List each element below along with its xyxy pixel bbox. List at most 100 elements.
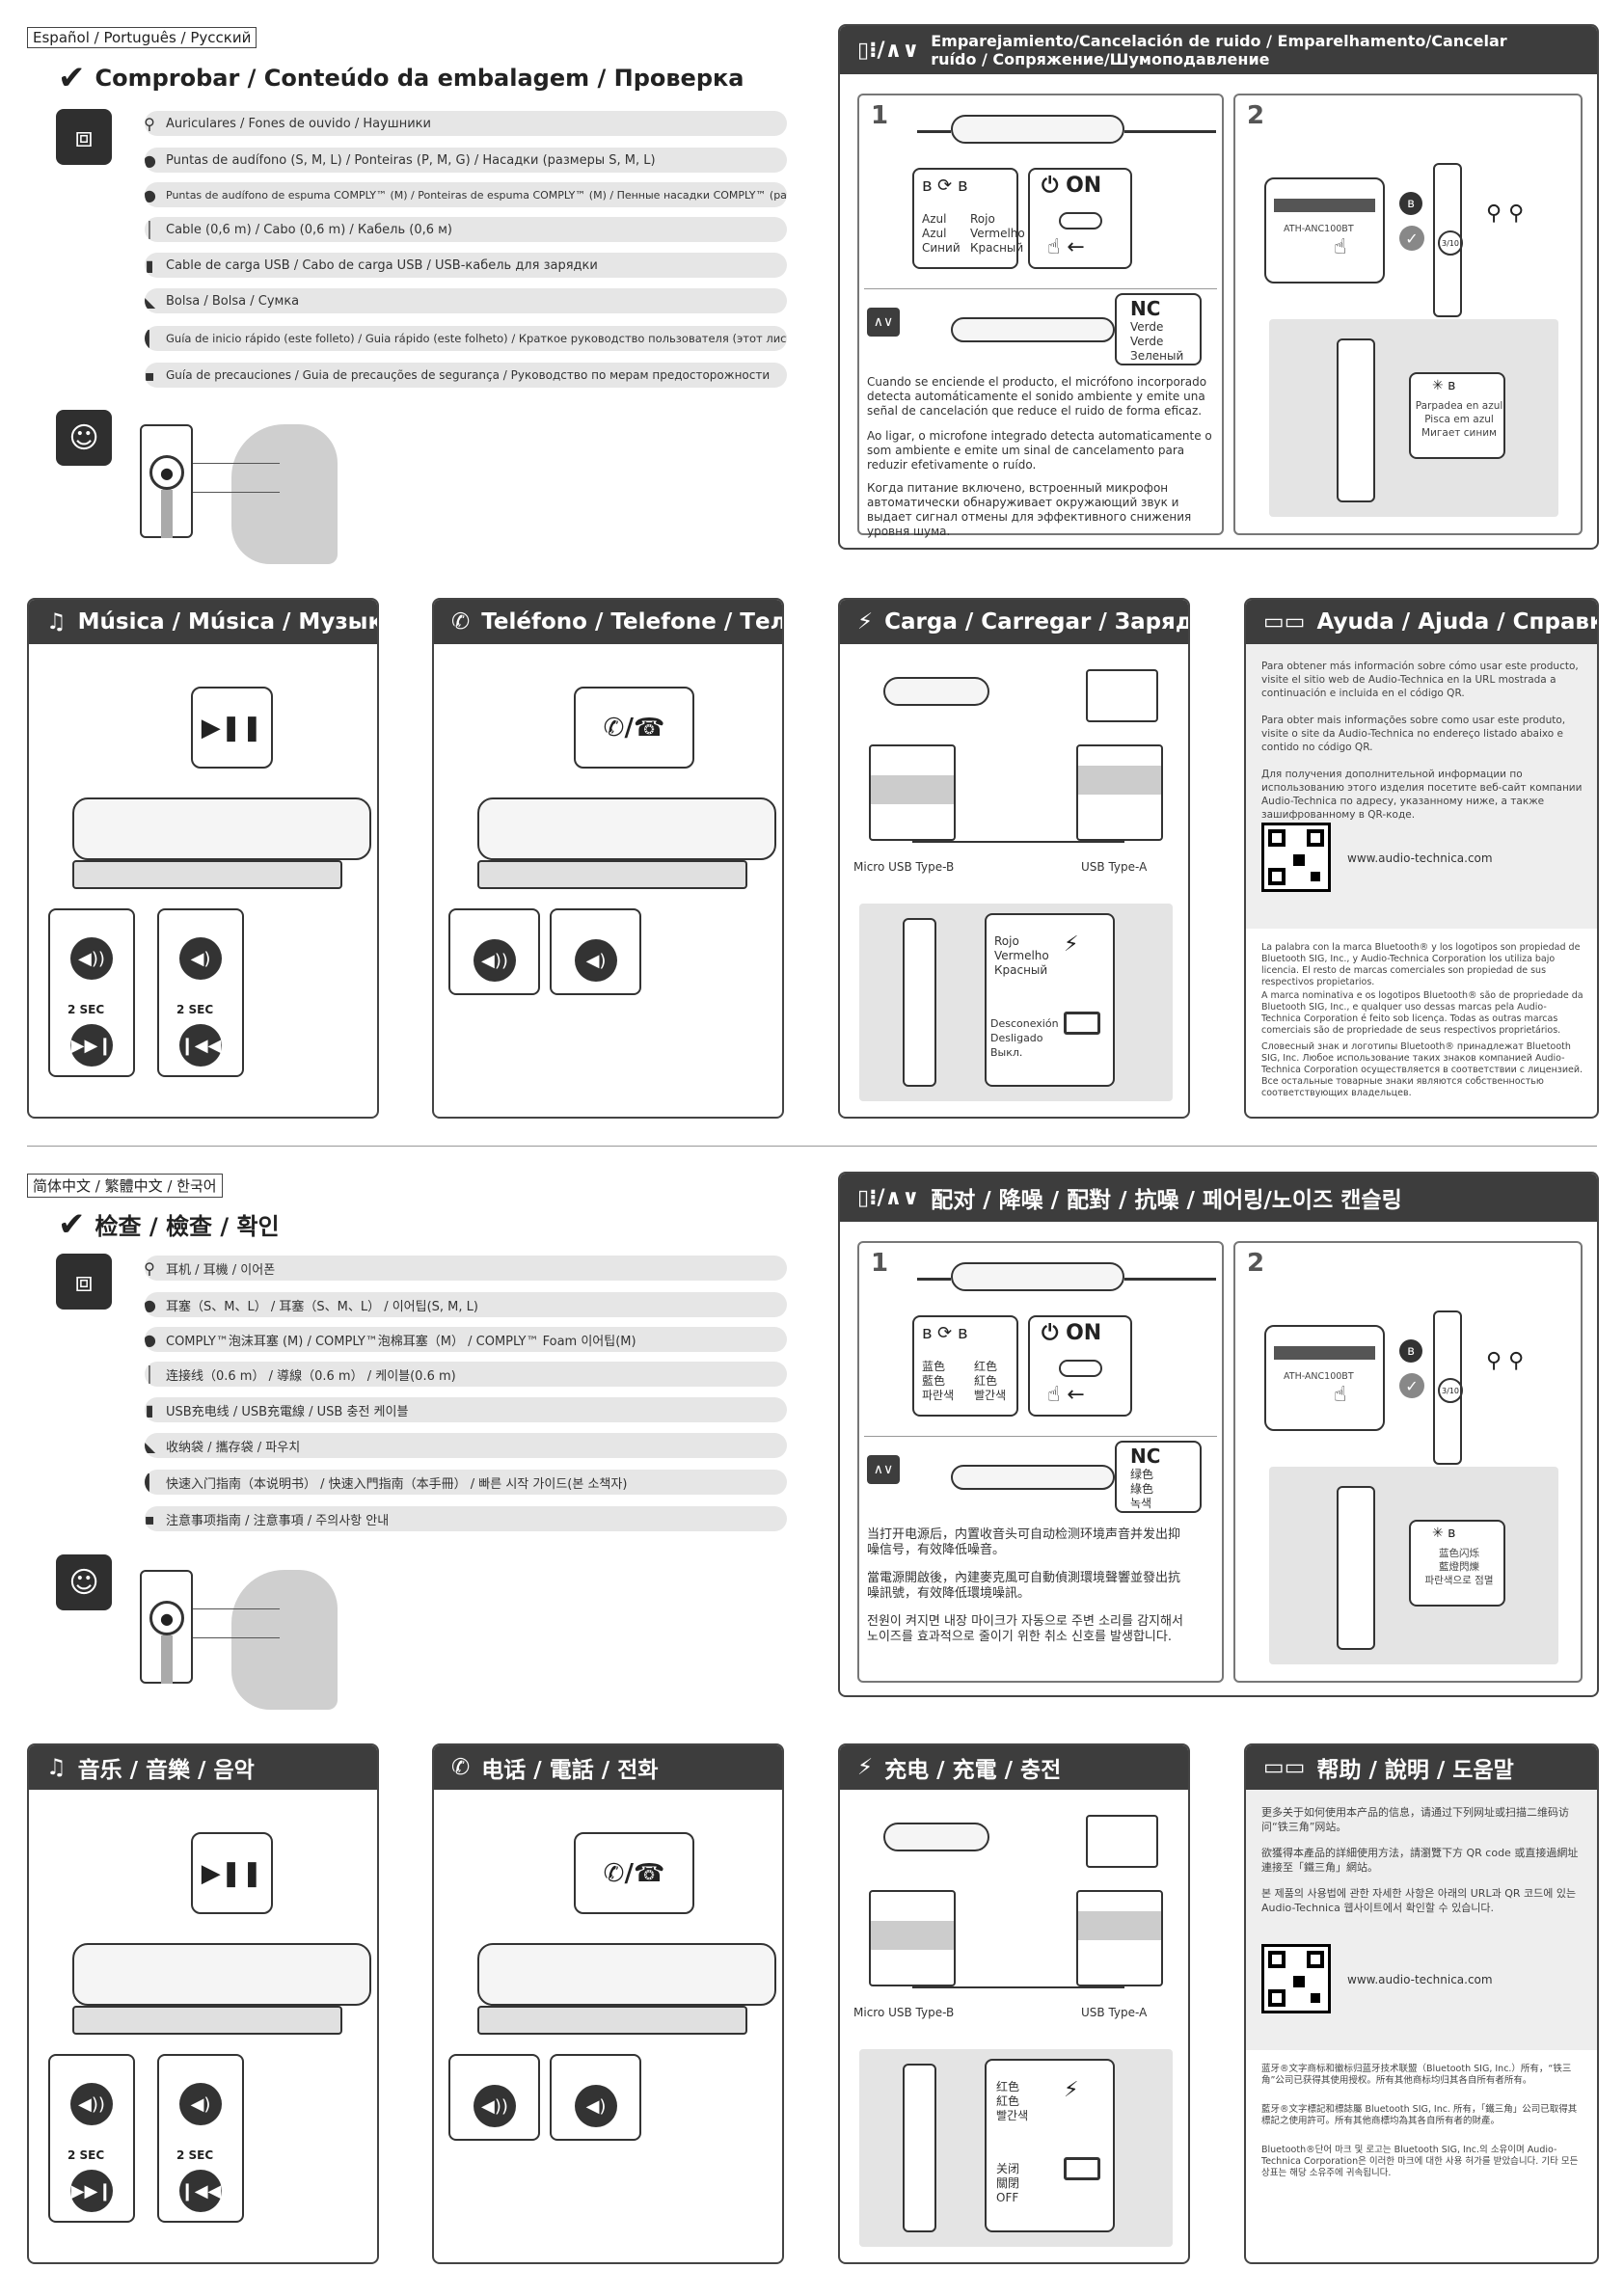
music-header: ♫Música / Música / Музыка <box>29 600 377 644</box>
language-tag: 简体中文 / 繁體中文 / 한국어 <box>27 1174 223 1198</box>
volume-down-callout: ◀) <box>550 908 641 995</box>
charge-panel: ⚡充电 / 充電 / 충전 Micro USB Type-B USB Type-… <box>838 1743 1190 2264</box>
volume-up-icon: ◀)) <box>474 2085 516 2127</box>
charge-led-area: Rojo Vermelho Красный ⚡ Desconexión Desl… <box>859 904 1173 1101</box>
remote-illustration <box>72 1943 371 2006</box>
list-item: ◣收纳袋 / 攜存袋 / 파우치 <box>145 1433 787 1458</box>
section-divider <box>27 1146 1597 1147</box>
bluetooth-icon: ✳ ʙ <box>1432 378 1456 393</box>
step1-box: 1 ʙ ⟳ ʙ 蓝色 藍色 파란색 红色 紅色 빨간색 ⏻ ON ☝ ← ∧∨ … <box>857 1241 1224 1683</box>
earphones-icon: ⚲ ⚲ <box>1486 202 1525 226</box>
remote-side <box>1337 1486 1375 1650</box>
laptop-icon <box>1086 669 1158 722</box>
blink-area: ✳ ʙ 蓝色闪烁 藍燈閃爍 파란색으로 점멸 <box>1269 1467 1558 1664</box>
tap-hand-icon: ☝ <box>1334 235 1347 259</box>
charging-icon: ⚡ <box>1064 932 1079 957</box>
phone-illustration: ATH-ANC100BT ☝ <box>1264 177 1385 284</box>
step-number: 1 <box>871 101 889 130</box>
step-number: 1 <box>871 1249 889 1278</box>
blink-callout: ✳ ʙ 蓝色闪烁 藍燈閃爍 파란색으로 점멸 <box>1409 1520 1505 1607</box>
power-on-callout: ⏻ ON ☝ ← <box>1028 1315 1132 1417</box>
list-item: ●Puntas de audífono (S, M, L) / Ponteira… <box>145 148 787 173</box>
remote-illustration <box>477 1943 776 2006</box>
nc-callout: NC Verde Verde Зеленый <box>1115 293 1202 365</box>
charging-icon: ⚡ <box>1064 2078 1079 2102</box>
slide-hand-icon: ☝ ← <box>1047 1383 1085 1407</box>
list-item: ●Puntas de audífono de espuma COMPLY™ (M… <box>145 182 787 207</box>
pairing-panel: ▯⁝/∧∨ 配对 / 降噪 / 配對 / 抗噪 / 페어링/노이즈 캔슬링 1 … <box>838 1172 1599 1697</box>
next-track-icon: ▶▶❙ <box>70 2170 113 2212</box>
website-link[interactable]: www.audio-technica.com <box>1347 1973 1493 1986</box>
list-item: │连接线（0.6 m） / 導線（0.6 m） / 케이블(0.6 m) <box>145 1362 787 1387</box>
call-callout: ✆/☎ <box>574 687 694 769</box>
step2-box: 2 ATH-ANC100BT ☝ ʙ ✓ 3/10 ⚲ ⚲ ✳ ʙ 蓝色闪烁 藍… <box>1233 1241 1583 1683</box>
wearing-illustration: ● <box>140 424 338 564</box>
help-info: Para obtener más información sobre cómo … <box>1246 644 1597 929</box>
wearing-icon: ☺ <box>56 1554 112 1610</box>
checkmark-icon: ✔ <box>58 1204 86 1244</box>
micro-usb-label: Micro USB Type-B <box>853 860 955 874</box>
website-link[interactable]: www.audio-technica.com <box>1347 851 1493 865</box>
charge-icon: ⚡ <box>857 609 874 635</box>
booklet-icon: ▌ <box>145 1472 156 1492</box>
head-silhouette <box>231 1570 338 1710</box>
earphone-icon: ⚲ <box>145 1258 155 1278</box>
micro-usb-port <box>869 744 956 841</box>
phone-header: ✆电话 / 電話 / 전화 <box>434 1745 782 1790</box>
earphone-closeup: ● <box>140 1570 193 1684</box>
pouch-icon: ◣ <box>145 291 156 311</box>
document-icon: ▪ <box>145 365 155 385</box>
document-icon: ▪ <box>145 1509 155 1528</box>
battery-icon <box>1064 2157 1100 2180</box>
check-icon: ✓ <box>1399 226 1424 251</box>
pairing-icon: ▯⁝/∧∨ <box>857 1185 920 1210</box>
music-note-icon: ♫ <box>46 609 67 635</box>
step-number: 2 <box>1247 1249 1265 1278</box>
volume-down-callout: ◀) <box>550 2054 641 2141</box>
remote-illustration <box>951 1465 1115 1490</box>
usb-cable-icon: ▮ <box>145 1400 154 1419</box>
nc-icon: ∧∨ <box>867 1455 900 1484</box>
step2-box: 2 ATH-ANC100BT ☝ ʙ ✓ 3/10 ⚲ ⚲ ✳ ʙ Parpad… <box>1233 94 1583 535</box>
phone-icon: ✆ <box>451 609 471 635</box>
list-item: ●耳塞（S、M、L） / 耳塞（S、M、L） / 이어팁(S, M, L) <box>145 1292 787 1317</box>
laptop-icon <box>1086 1815 1158 1868</box>
remote-illustration <box>72 797 371 860</box>
list-item: ◣Bolsa / Bolsa / Сумка <box>145 288 787 313</box>
bluetooth-icon: ʙ ⟳ ʙ <box>922 1323 968 1343</box>
remote-illustration <box>951 115 1124 144</box>
remote-illustration <box>883 1823 989 1851</box>
help-header: ▭▭帮助 / 說明 / 도움말 <box>1246 1745 1597 1790</box>
volume-down-icon: ◀) <box>575 2085 617 2127</box>
charge-icon: ⚡ <box>857 1755 874 1780</box>
check-title: ✔ 检查 / 檢查 / 확인 <box>58 1204 280 1244</box>
list-item: ▮Cable de carga USB / Cabo de carga USB … <box>145 253 787 278</box>
list-item: ⚲耳机 / 耳機 / 이어폰 <box>145 1256 787 1281</box>
usb-a-label: USB Type-A <box>1081 2006 1148 2019</box>
foam-tips-icon: ● <box>145 1330 156 1349</box>
usb-a-label: USB Type-A <box>1081 860 1148 874</box>
phone-panel: ✆Teléfono / Telefone / Телефон ✆/☎ ◀)) ◀… <box>432 598 784 1119</box>
play-pause-callout: ▶❚❚ <box>191 687 273 769</box>
package-icon: ⧈ <box>56 1254 112 1310</box>
pouch-icon: ◣ <box>145 1436 156 1455</box>
list-item: ●COMPLY™泡沫耳塞 (M) / COMPLY™泡棉耳塞（M） / COMP… <box>145 1327 787 1352</box>
check-title: ✔ Comprobar / Conteúdo da embalagem / Пр… <box>58 59 744 97</box>
eartips-icon: ● <box>145 150 156 170</box>
nc-icon: ∧∨ <box>867 308 900 337</box>
volume-up-callout: ◀)) 2 SEC ▶▶❙ <box>48 908 135 1077</box>
help-panel: ▭▭Ayuda / Ajuda / Справка Para obtener m… <box>1244 598 1599 1119</box>
cable-icon: │ <box>145 1364 154 1384</box>
check-icon: ✓ <box>1399 1373 1424 1398</box>
slide-hand-icon: ☝ ← <box>1047 235 1085 259</box>
bt-color-callout: ʙ ⟳ ʙ 蓝色 藍色 파란색 红色 紅色 빨간색 <box>912 1315 1018 1417</box>
play-pause-callout: ▶❚❚ <box>191 1832 273 1914</box>
volume-down-callout: ◀) 2 SEC ❙◀◀ <box>157 2054 244 2223</box>
blink-area: ✳ ʙ Parpadea en azul Pisca em azul Мигае… <box>1269 319 1558 517</box>
bluetooth-icon: ✳ ʙ <box>1432 1526 1456 1541</box>
wearing-icon: ☺ <box>56 410 112 466</box>
list-item: ▪Guía de precauciones / Guia de precauçõ… <box>145 363 787 388</box>
volume-up-icon: ◀)) <box>474 939 516 982</box>
nc-callout: NC 绿色 綠色 녹색 <box>1115 1441 1202 1513</box>
previous-track-icon: ❙◀◀ <box>179 2170 222 2212</box>
